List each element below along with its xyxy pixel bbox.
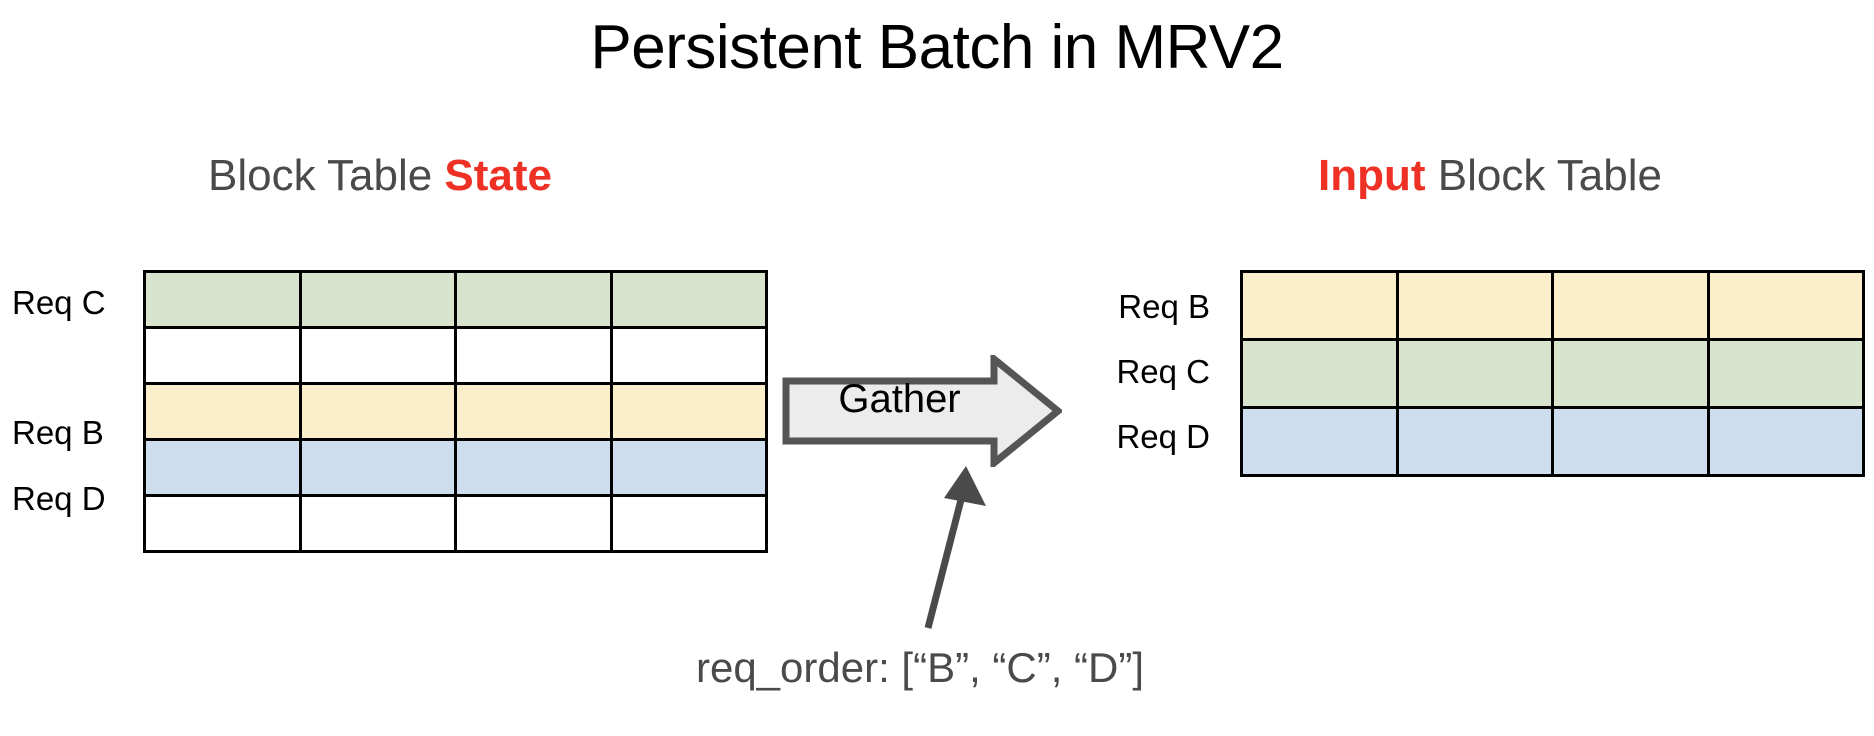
block-table-state (143, 270, 768, 553)
state-cell (609, 494, 768, 553)
state-cell (298, 494, 457, 553)
state-row-label-req-b: Req B (12, 414, 104, 451)
input-cell (1551, 270, 1710, 341)
state-cell (298, 438, 457, 497)
right-panel-heading: Input Block Table (1110, 151, 1870, 200)
page-title: Persistent Batch in MRV2 (590, 13, 1284, 82)
state-cell (454, 494, 613, 553)
state-cell (298, 270, 457, 329)
state-cell (298, 382, 457, 441)
state-cell (609, 382, 768, 441)
table-row (1240, 338, 1865, 409)
table-row (143, 438, 768, 497)
state-cell (454, 382, 613, 441)
state-cell (143, 270, 302, 329)
state-cell (143, 494, 302, 553)
left-panel-heading: Block Table State (0, 151, 760, 200)
input-cell (1395, 338, 1554, 409)
state-cell (454, 438, 613, 497)
state-cell (609, 270, 768, 329)
input-row-label-req-b: Req B (1118, 288, 1210, 325)
state-cell (609, 326, 768, 385)
table-row (143, 382, 768, 441)
state-cell (143, 382, 302, 441)
gather-arrow-shape (782, 355, 1062, 467)
input-cell (1551, 338, 1710, 409)
gather-label: Gather (838, 377, 961, 421)
state-cell (143, 326, 302, 385)
input-row-label-req-c: Req C (1116, 353, 1210, 390)
input-block-table (1240, 270, 1865, 477)
input-cell (1706, 406, 1865, 477)
input-cell (1706, 338, 1865, 409)
table-row (143, 494, 768, 553)
left-heading-prefix: Block Table (207, 151, 445, 200)
state-cell (143, 438, 302, 497)
table-row (1240, 406, 1865, 477)
state-cell (609, 438, 768, 497)
input-row-label-req-d: Req D (1116, 418, 1210, 455)
table-row (143, 326, 768, 385)
table-row (1240, 270, 1865, 341)
input-cell (1395, 406, 1554, 477)
state-cell (454, 270, 613, 329)
req-order-caption: req_order: [“B”, “C”, “D”] (695, 644, 1145, 691)
state-row-label-req-c: Req C (12, 284, 106, 321)
left-heading-accent: State (444, 151, 553, 200)
input-cell (1240, 406, 1399, 477)
input-cell (1240, 270, 1399, 341)
right-heading-accent: Input (1318, 151, 1426, 200)
input-cell (1395, 270, 1554, 341)
right-heading-suffix: Block Table (1425, 151, 1662, 200)
table-row (143, 270, 768, 329)
state-cell (298, 326, 457, 385)
state-row-label-req-d: Req D (12, 480, 106, 517)
input-cell (1706, 270, 1865, 341)
req-order-pointer-arrow (900, 460, 1050, 635)
input-cell (1240, 338, 1399, 409)
state-cell (454, 326, 613, 385)
input-cell (1551, 406, 1710, 477)
